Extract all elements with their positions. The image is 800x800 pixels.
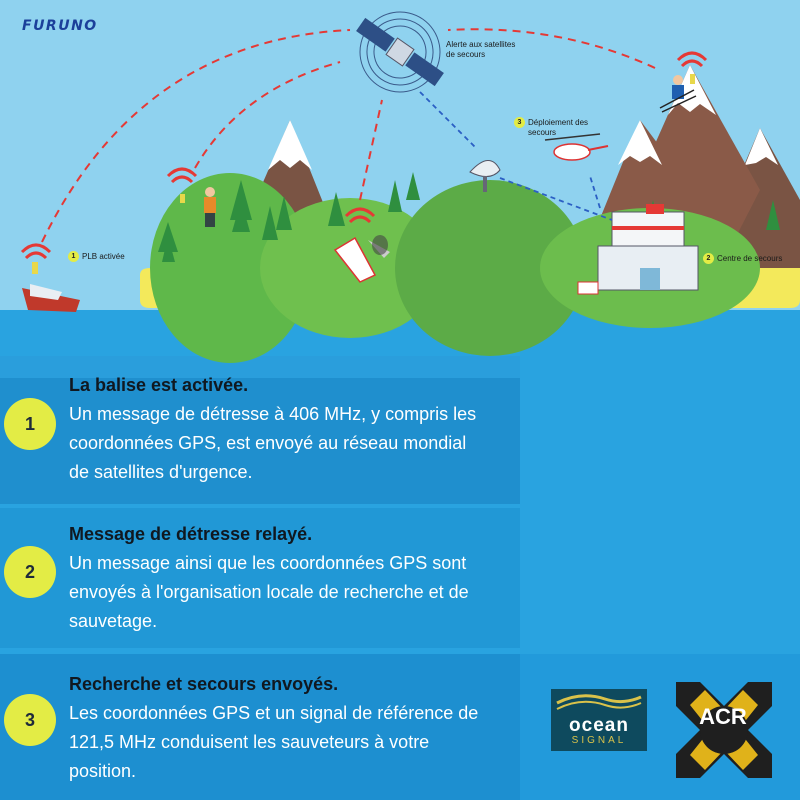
helicopter xyxy=(544,133,609,161)
step-2-number: 2 xyxy=(4,546,56,598)
relay-paths xyxy=(419,91,613,221)
step-2-title: Message de détresse relayé. xyxy=(69,524,313,544)
rescue-center-step-badge: 2 xyxy=(703,253,714,264)
ocean-signal-word-1: ocean xyxy=(569,715,629,736)
step-3-line-3: position. xyxy=(69,761,137,781)
hiker xyxy=(180,187,216,227)
step-3-line-2: 121,5 MHz conduisent les sauveteurs à vo… xyxy=(69,732,430,752)
plb-step-badge: 1 xyxy=(68,251,79,262)
step-3-title: Recherche et secours envoyés. xyxy=(69,674,339,694)
step-3-line-1: Les coordonnées GPS et un signal de réfé… xyxy=(69,703,479,723)
panel-band-2 xyxy=(0,508,520,648)
plb-label: PLB activée xyxy=(82,252,125,261)
step-3-number: 3 xyxy=(4,694,56,746)
acr-logo-text: ACR xyxy=(699,704,747,729)
rescue-center-label: Centre de secours xyxy=(717,254,783,263)
deploy-step-badge: 3 xyxy=(514,117,525,128)
step-1-line-3: de satellites d'urgence. xyxy=(69,462,253,482)
deploy-label-line1: Déploiement des xyxy=(528,118,589,127)
step-3-body: Les coordonnées GPS et un signal de réfé… xyxy=(69,699,519,786)
panel-band-1 xyxy=(0,356,520,504)
ocean-signal-word-2: SIGNAL xyxy=(571,735,627,746)
distress-signal-paths xyxy=(41,28,656,243)
step-1-body: Un message de détresse à 406 MHz, y comp… xyxy=(69,400,519,487)
step-1-line-2: coordonnées GPS, est envoyé au réseau mo… xyxy=(69,433,467,453)
satellite-dish xyxy=(469,160,501,192)
ocean-signal-logo: ocean SIGNAL xyxy=(551,689,647,751)
step-1-line-1: Un message de détresse à 406 MHz, y comp… xyxy=(69,404,477,424)
skier xyxy=(659,74,697,113)
panel-band-1b xyxy=(0,356,520,378)
deploy-label-line2: secours xyxy=(528,128,557,137)
step-2-body: Un message ainsi que les coordonnées GPS… xyxy=(69,549,519,636)
hill-center xyxy=(395,180,585,356)
step-1-number: 1 xyxy=(4,398,56,450)
step-2-line-2: envoyés à l'organisation locale de reche… xyxy=(69,582,469,602)
crashed-plane xyxy=(333,235,390,283)
step-1-title: La balise est activée. xyxy=(69,375,249,395)
satellite xyxy=(356,11,444,93)
satellite-label-line2: de secours xyxy=(446,50,486,59)
acr-logo xyxy=(676,682,772,778)
satellite-label: Alerte aux satellites de secours xyxy=(446,40,515,60)
signal-waves xyxy=(20,51,708,260)
ocean-signal-wave-icon xyxy=(556,694,642,710)
deploy-label: Déploiement des secours xyxy=(528,118,588,138)
step-2-line-1: Un message ainsi que les coordonnées GPS… xyxy=(69,553,467,573)
rescue-center-building xyxy=(577,204,699,295)
sinking-boat xyxy=(22,262,80,312)
furuno-logo: FURUNO xyxy=(22,18,98,34)
satellite-label-line1: Alerte aux satellites xyxy=(446,40,516,49)
step-2-line-3: sauvetage. xyxy=(69,611,158,631)
